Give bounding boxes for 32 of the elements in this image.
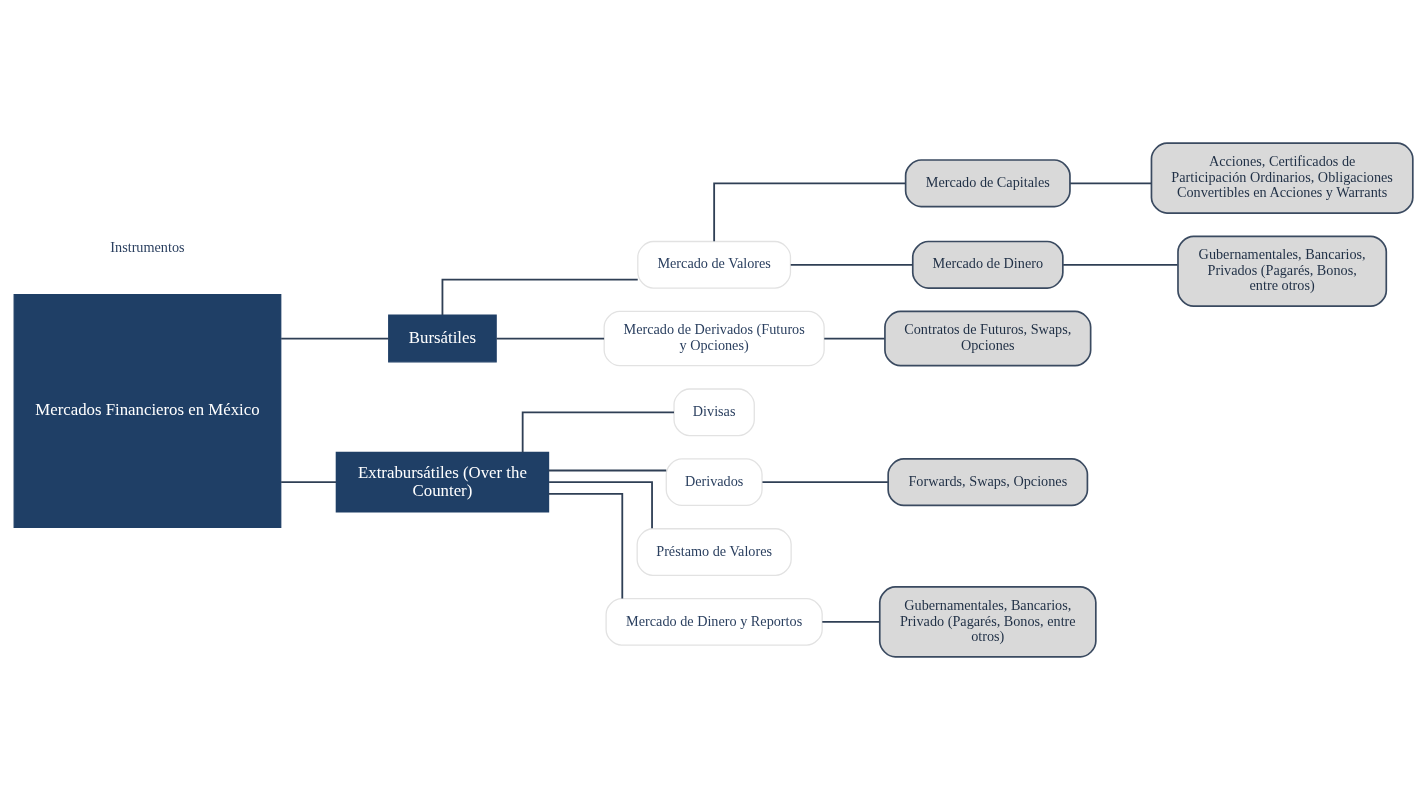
node-box: Forwards, Swaps, Opciones: [887, 458, 1089, 507]
node-box: Acciones, Certificados de Participación Ordinarios, Obligaciones Convertibles en Acciones y Warrants: [1150, 142, 1414, 214]
connector: [521, 411, 675, 454]
connector: [821, 621, 881, 623]
connector: [280, 337, 390, 340]
node-box: Derivados: [665, 458, 763, 507]
connector: [441, 278, 639, 316]
node-box: Gubernamentales, Bancarios, Privado (Pagarés, Bonos, entre otros): [878, 586, 1097, 658]
node-box: Mercado de Capitales: [904, 159, 1071, 208]
node-box: Mercados Financieros en México: [13, 293, 282, 529]
label: Instrumentos: [110, 238, 185, 255]
connector: [495, 337, 605, 340]
connector: [280, 481, 338, 484]
node-box: Contratos de Futuros, Swaps, Opciones: [884, 310, 1092, 367]
node-box: Préstamo de Valores: [636, 528, 792, 576]
connector: [789, 263, 914, 266]
node-box: Gubernamentales, Bancarios, Privados (Pagarés, Bonos, entre otros): [1177, 235, 1388, 308]
connector: [547, 492, 624, 600]
node-box: Mercado de Derivados (Futuros y Opciones): [603, 310, 825, 367]
node-box: Mercado de Valores: [637, 240, 792, 289]
connector: [1069, 182, 1153, 185]
connector: [547, 469, 668, 472]
connector: [823, 337, 886, 340]
connector: [548, 481, 653, 530]
connector: [713, 182, 907, 243]
node-box: Divisas: [673, 388, 755, 437]
connector: [761, 481, 889, 484]
connector: [1062, 263, 1179, 266]
node-box: Extrabursátiles (Over the Counter): [335, 451, 550, 513]
node-box: Mercado de Dinero: [911, 240, 1064, 289]
node-box: Bursátiles: [388, 314, 497, 363]
node-box: Mercado de Dinero y Reportos: [605, 597, 823, 646]
